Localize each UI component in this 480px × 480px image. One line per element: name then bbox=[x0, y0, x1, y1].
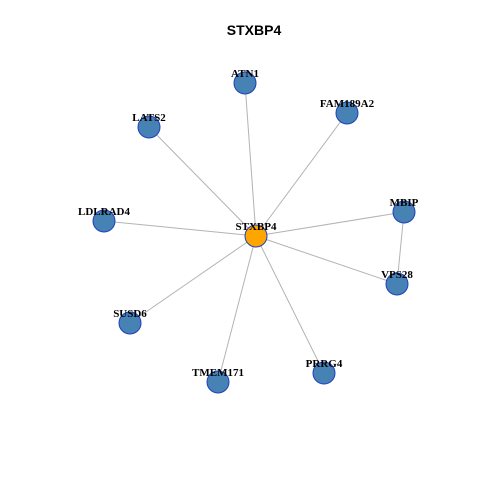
edge-stxbp4-atn1 bbox=[244, 82, 257, 237]
edge-stxbp4-vps28 bbox=[255, 235, 398, 285]
node-label-prrg4: PRRG4 bbox=[306, 358, 343, 370]
node-label-fam189a2: FAM189A2 bbox=[320, 98, 375, 110]
node-layer bbox=[92, 71, 416, 394]
node-vps28[interactable] bbox=[385, 272, 409, 296]
node-prrg4[interactable] bbox=[312, 361, 336, 385]
edge-stxbp4-susd6 bbox=[129, 235, 257, 324]
node-label-tmem171: TMEM171 bbox=[192, 367, 244, 379]
node-label-stxbp4: STXBP4 bbox=[236, 221, 277, 233]
node-fam189a2[interactable] bbox=[335, 101, 359, 125]
node-lats2[interactable] bbox=[137, 115, 161, 139]
node-label-atn1: ATN1 bbox=[231, 68, 259, 80]
edge-mbip-vps28 bbox=[396, 211, 405, 285]
node-stxbp4[interactable] bbox=[244, 224, 268, 248]
diagram-title: STXBP4 bbox=[227, 22, 282, 38]
edge-stxbp4-mbip bbox=[255, 211, 405, 237]
node-susd6[interactable] bbox=[118, 311, 142, 335]
node-label-ldlrad4: LDLRAD4 bbox=[78, 206, 130, 218]
edge-stxbp4-fam189a2 bbox=[255, 112, 348, 237]
edge-stxbp4-tmem171 bbox=[217, 235, 257, 383]
edge-layer bbox=[103, 82, 405, 383]
node-label-vps28: VPS28 bbox=[381, 269, 413, 281]
node-label-susd6: SUSD6 bbox=[113, 308, 147, 320]
edge-stxbp4-lats2 bbox=[148, 126, 257, 237]
node-tmem171[interactable] bbox=[206, 370, 230, 394]
node-label-lats2: LATS2 bbox=[132, 112, 166, 124]
edge-stxbp4-ldlrad4 bbox=[103, 220, 257, 237]
node-atn1[interactable] bbox=[233, 71, 257, 95]
edge-stxbp4-prrg4 bbox=[255, 235, 325, 374]
node-label-mbip: MBIP bbox=[390, 197, 419, 209]
node-ldlrad4[interactable] bbox=[92, 209, 116, 233]
node-mbip[interactable] bbox=[392, 200, 416, 224]
